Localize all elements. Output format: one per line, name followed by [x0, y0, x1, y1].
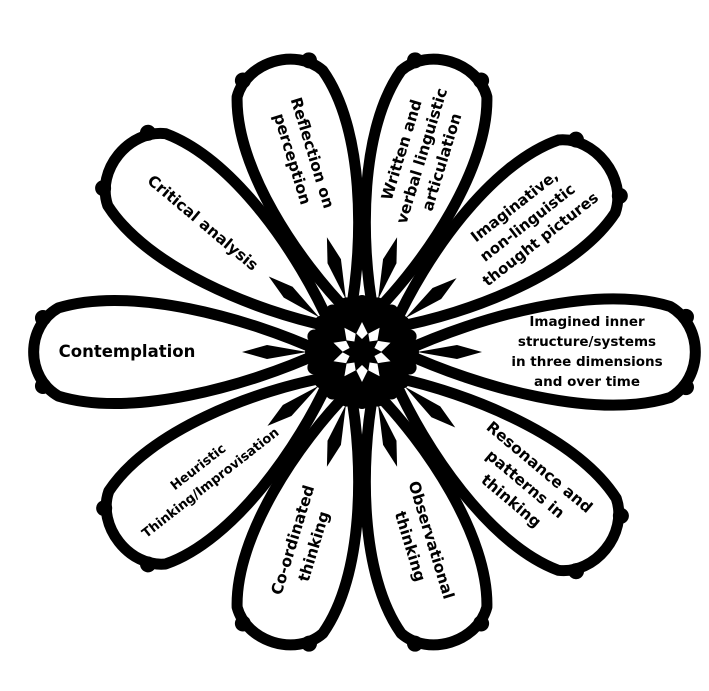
- hub-scallop: [307, 360, 322, 375]
- hub-scallop: [339, 392, 354, 407]
- petal-curl-right: [568, 563, 585, 580]
- petal-label-imagined-structure: Imagined inner structure/systems in three …: [511, 314, 662, 390]
- petal-heuristic: [96, 371, 336, 573]
- petal-coordinated: [231, 384, 365, 652]
- petal-curl-right: [473, 72, 490, 89]
- petal-written: [359, 52, 493, 320]
- petal-contemplation: [28, 295, 328, 409]
- petal-outline: [100, 371, 336, 570]
- hub-scallop: [370, 392, 385, 407]
- petal-curl-left: [95, 180, 112, 197]
- petal-curl-right: [611, 187, 628, 204]
- petal-inner-spike: [378, 404, 398, 467]
- petal-curl-right: [139, 124, 156, 141]
- petal-observational: [359, 384, 493, 652]
- petal-outline: [28, 295, 328, 409]
- petal-label-line: structure/systems: [518, 334, 656, 350]
- petal-inner-spike: [378, 237, 398, 300]
- petal-curl-left: [34, 378, 51, 395]
- hub-scallop: [355, 295, 369, 309]
- petal-imagined-structure: [396, 293, 701, 411]
- hub-scallops: [305, 295, 419, 409]
- petal-outline: [388, 134, 624, 333]
- petal-outline: [396, 293, 701, 411]
- petal-curl-left: [407, 52, 424, 69]
- hub-inner-star: [342, 333, 382, 371]
- petals-group: [28, 52, 701, 652]
- petal-curl-right: [677, 379, 694, 396]
- hub-scallop: [314, 374, 329, 389]
- petal-inner-spike: [417, 345, 482, 359]
- petal-label-line: in three dimensions: [511, 354, 662, 370]
- petal-curl-left: [300, 635, 317, 652]
- petal-label-contemplation: Contemplation: [59, 342, 196, 361]
- hub-scallop: [307, 329, 322, 344]
- petal-inner-spike: [404, 386, 456, 428]
- petal-curl-left: [677, 308, 694, 325]
- hub-scallop: [402, 329, 417, 344]
- hub-scallop: [384, 304, 399, 319]
- petal-label-line: Imagined inner: [529, 314, 645, 330]
- petal-outline: [387, 371, 625, 576]
- center-hub: [305, 295, 419, 409]
- petal-curl-left: [234, 72, 251, 89]
- hub-scallop: [355, 395, 369, 409]
- petal-curl-left: [140, 556, 157, 573]
- petal-reflection: [231, 52, 365, 320]
- petal-inner-spike: [326, 237, 346, 300]
- petal-curl-left: [612, 507, 629, 524]
- petal-resonance: [387, 371, 629, 580]
- hub-scallop: [314, 315, 329, 330]
- petal-outline: [99, 128, 337, 333]
- petal-imaginative: [388, 131, 628, 333]
- petal-inner-spike: [267, 385, 319, 426]
- petal-curl-left: [473, 615, 490, 632]
- petal-curl-right: [234, 615, 251, 632]
- petal-curl-right: [34, 309, 51, 326]
- hub-scallop: [370, 297, 385, 312]
- petal-curl-right: [96, 500, 113, 517]
- hub-scallop: [402, 360, 417, 375]
- petal-inner-spike: [268, 276, 320, 318]
- petal-label-line: and over time: [534, 374, 640, 390]
- hub-scallop: [339, 297, 354, 312]
- petal-inner-spike: [405, 278, 457, 319]
- hub-scallop: [405, 345, 419, 359]
- hub-scallop: [395, 374, 410, 389]
- petal-inner-spike: [242, 345, 307, 359]
- petal-inner-spike: [326, 404, 346, 467]
- petal-label-line: Contemplation: [59, 342, 196, 361]
- hub-scallop: [305, 345, 319, 359]
- hub-scallop: [325, 304, 340, 319]
- petal-curl-left: [567, 131, 584, 148]
- petal-curl-right: [300, 52, 317, 69]
- petal-critical: [95, 124, 337, 333]
- hub-scallop: [395, 315, 410, 330]
- petal-curl-right: [407, 635, 424, 652]
- hub-scallop: [384, 385, 399, 400]
- hub-scallop: [325, 385, 340, 400]
